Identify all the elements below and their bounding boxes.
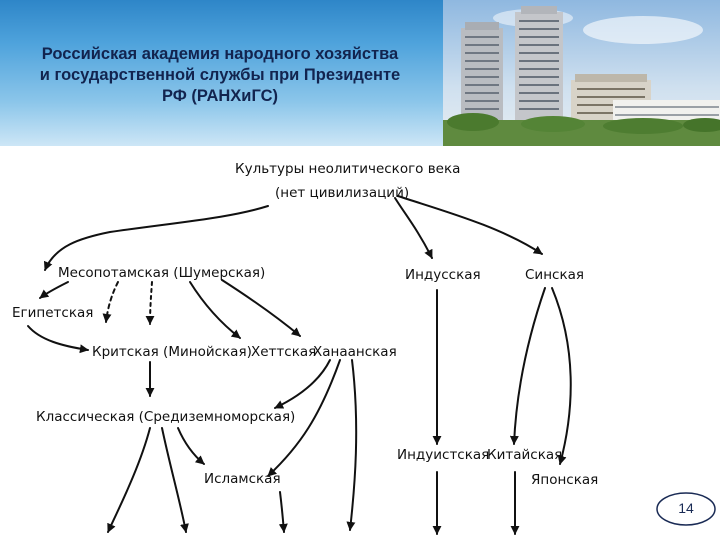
node-root-line-2: (нет цивилизаций) bbox=[275, 185, 409, 201]
arrow-canaanite-to-bottom bbox=[346, 359, 358, 531]
node-chinese: Китайская bbox=[487, 447, 562, 463]
arrow-canaanite-to-classical bbox=[274, 359, 331, 409]
arrow-sinic-to-japanese bbox=[551, 287, 572, 465]
arrow-classical-to-islamic bbox=[177, 427, 205, 465]
node-japanese: Японская bbox=[531, 472, 598, 488]
page-number: 14 bbox=[678, 500, 694, 516]
arrow-sinic-to-chinese bbox=[509, 287, 546, 445]
arrow-mesopotamian-to-canaanite bbox=[221, 279, 301, 337]
page-number-badge bbox=[656, 492, 716, 526]
header-banner: Российская академия народного хозяйства … bbox=[0, 0, 720, 146]
node-classical: Классическая (Средиземноморская) bbox=[36, 409, 295, 425]
node-hittite: Хеттская bbox=[251, 344, 316, 360]
arrow-mesopotamian-to-hittite bbox=[189, 281, 241, 339]
civilizations-diagram: Культуры неолитического века (нет цивили… bbox=[12, 161, 598, 535]
diagram-arrows bbox=[27, 195, 572, 535]
arrow-classical-to-bottom-center bbox=[161, 427, 189, 533]
arrow-mesopotamian-to-egyptian bbox=[39, 281, 69, 299]
building-photo bbox=[443, 0, 720, 146]
arrow-mesopotamian-to-cretan-right bbox=[145, 281, 155, 325]
diagram-labels: Культуры неолитического века (нет цивили… bbox=[12, 161, 598, 488]
node-islamic: Исламская bbox=[204, 471, 281, 487]
node-root-line-1: Культуры неолитического века bbox=[235, 161, 460, 177]
arrow-mesopotamian-to-cretan-left bbox=[102, 281, 119, 323]
arrow-canaanite-to-islamic bbox=[267, 359, 341, 477]
node-indus: Индусская bbox=[405, 267, 481, 283]
arrow-islamic-to-bottom bbox=[278, 491, 288, 533]
arrow-root-to-mesopotamian bbox=[43, 205, 269, 271]
node-mesopotamian: Месопотамская (Шумерская) bbox=[58, 265, 265, 281]
arrow-root-to-indus bbox=[394, 197, 433, 259]
node-hindu: Индуистская bbox=[397, 447, 489, 463]
title-line-1: Российская академия народного хозяйства bbox=[41, 45, 399, 63]
node-sinic: Синская bbox=[525, 267, 584, 283]
node-canaanite: Ханаанская bbox=[313, 344, 397, 360]
arrow-egyptian-to-cretan bbox=[27, 325, 89, 354]
title-line-3: РФ (РАНХиГС) bbox=[161, 87, 279, 105]
node-egyptian: Египетская bbox=[12, 305, 93, 321]
arrow-classical-to-bottom-left bbox=[107, 427, 151, 533]
institution-title: Российская академия народного хозяйства … bbox=[0, 44, 440, 107]
node-cretan: Критская (Минойская) bbox=[92, 344, 252, 360]
building-photo-icon bbox=[443, 0, 720, 146]
arrow-root-to-sinic bbox=[397, 195, 543, 255]
title-line-2: и государственной службы при Президенте bbox=[39, 66, 401, 84]
